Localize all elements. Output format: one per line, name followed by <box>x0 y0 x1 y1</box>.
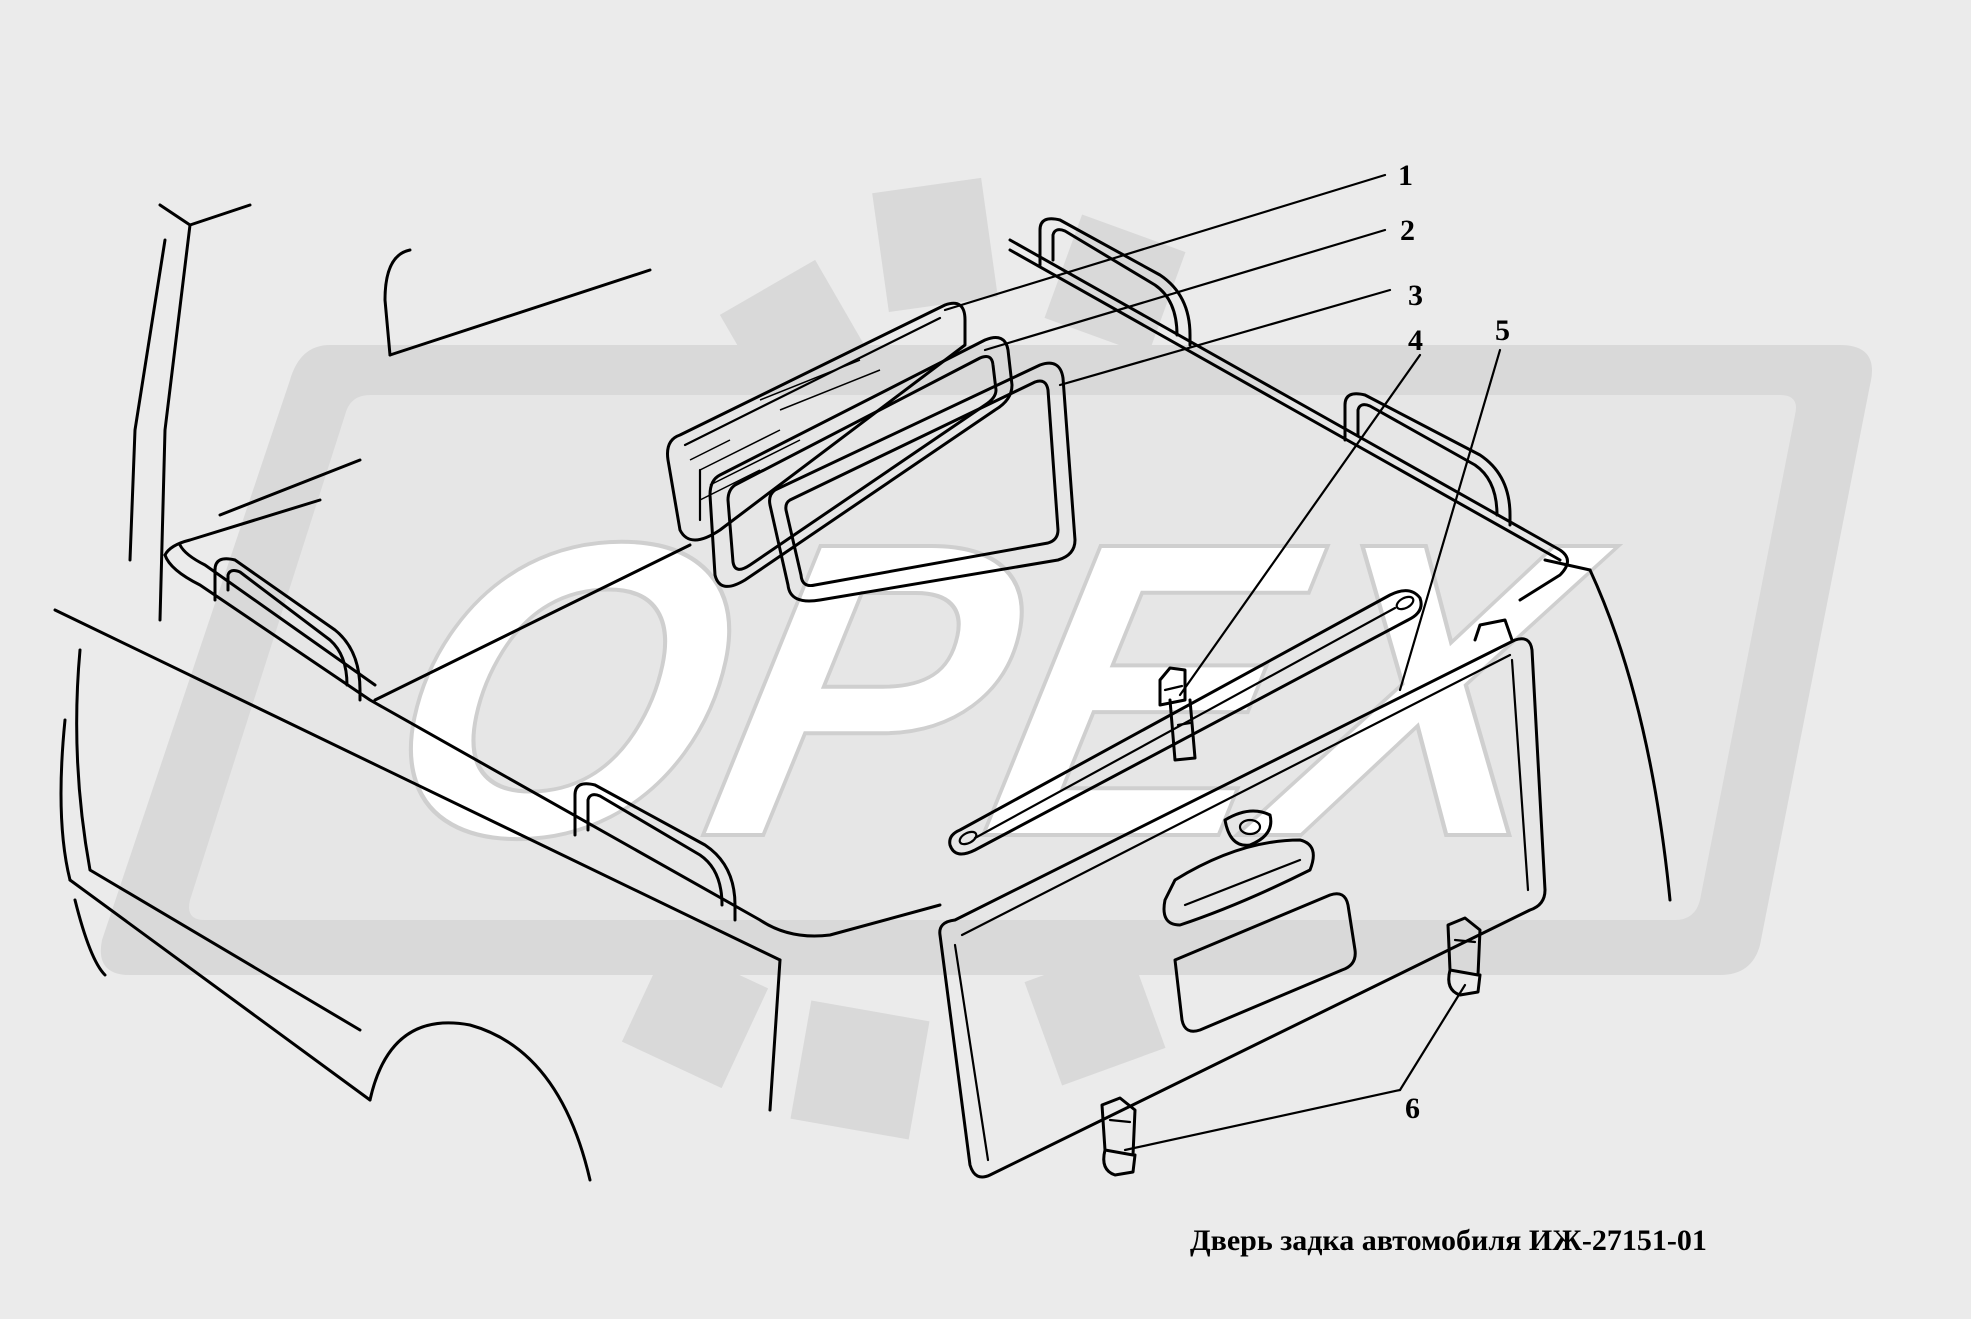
callout-1: 1 <box>1398 159 1413 192</box>
tailgate-handle <box>1162 838 1315 927</box>
left-rail-rear <box>573 782 737 922</box>
leader-line-1 <box>943 173 1387 312</box>
left-rail-front <box>213 557 362 702</box>
leader-line-4 <box>1178 353 1422 697</box>
tailgate-stay <box>948 589 1423 856</box>
hinge-lower <box>1100 1096 1137 1177</box>
right-rail-rear <box>1343 392 1512 527</box>
callouts: 1 2 3 4 5 6 <box>1398 159 1510 1125</box>
callout-3: 3 <box>1408 279 1423 312</box>
leader-line-5 <box>1398 348 1502 692</box>
right-rail-front <box>1038 217 1192 347</box>
leader-line-6b <box>1123 1088 1402 1152</box>
cargo-bed-frame <box>163 238 1569 938</box>
tailgate-lock <box>1223 809 1273 847</box>
leader-lines <box>943 173 1502 1152</box>
callout-4: 4 <box>1408 324 1423 357</box>
tailgate-door <box>938 618 1547 1179</box>
opex-watermark: OPEX <box>100 177 1872 1140</box>
callout-5: 5 <box>1495 314 1510 347</box>
leader-line-6a <box>1398 983 1467 1092</box>
leader-line-2 <box>983 228 1387 352</box>
callout-6: 6 <box>1405 1092 1420 1125</box>
diagram-caption: Дверь задка автомобиля ИЖ-27151-01 <box>1190 1224 1707 1257</box>
license-plate-recess <box>1173 892 1357 1033</box>
glass-seal-inner <box>768 361 1077 603</box>
leader-line-3 <box>1058 288 1392 387</box>
callout-2: 2 <box>1400 214 1415 247</box>
watermark-text: OPEX <box>350 456 1638 925</box>
rear-glass <box>666 301 967 542</box>
car-body <box>53 203 1672 1182</box>
watermark-banner-inner <box>189 395 1796 920</box>
